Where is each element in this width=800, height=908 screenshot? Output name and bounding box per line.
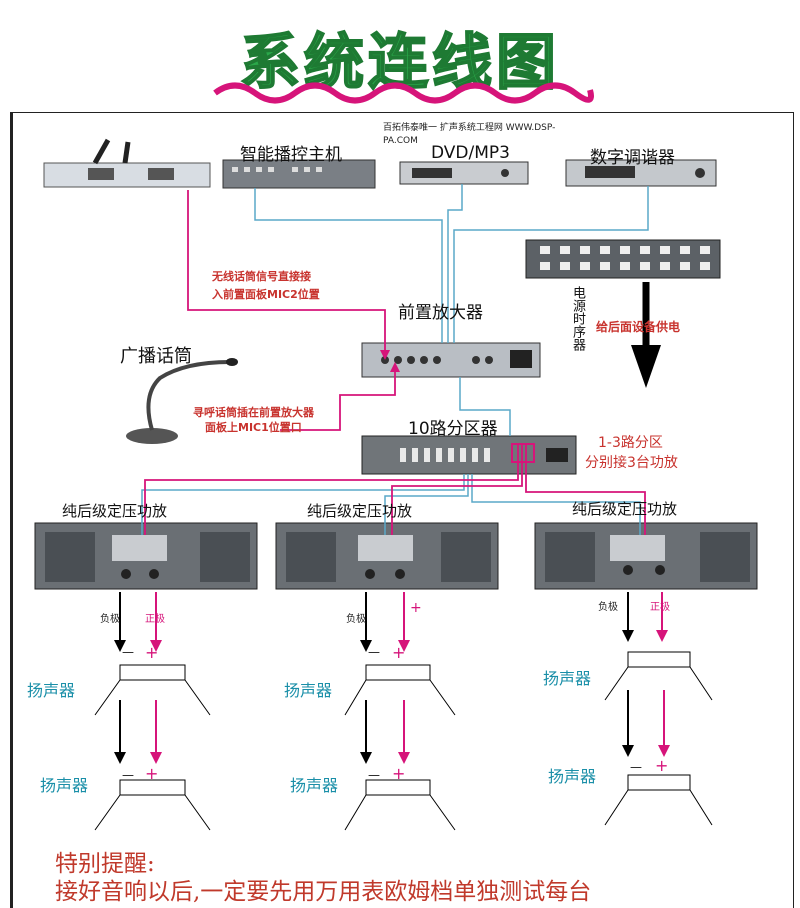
host-controller-device (222, 159, 376, 189)
warning-heading: 特别提醒: (55, 851, 155, 877)
positive-label-1: 正极 (145, 614, 165, 625)
paging-mic-device (126, 358, 238, 444)
speaker-label-1b: 扬声器 (40, 776, 89, 795)
plus-sign-3: + (655, 756, 669, 775)
warning-line-1: 接好音响以后,一定要先用万用表欧姆档单独测试每台 (55, 879, 592, 905)
negative-label-2: 负极 (346, 614, 366, 625)
amp-3-label: 纯后级定压功放 (572, 500, 678, 518)
speaker-label-2b: 扬声器 (290, 776, 339, 795)
power-sequencer-device (525, 239, 721, 279)
power-amplifier-3 (534, 522, 758, 590)
speaker-label-1a: 扬声器 (27, 681, 76, 700)
wireless-mic-receiver (43, 138, 211, 188)
power-amplifier-1 (34, 522, 258, 590)
speaker-label-2a: 扬声器 (284, 681, 333, 700)
dvd-player-device (399, 161, 529, 185)
preamp-mic1-arrowhead (390, 362, 400, 372)
power-supply-note: 给后面设备供电 (596, 320, 681, 334)
speaker-wiring-3 (604, 592, 713, 826)
minus-sign-3: — (630, 760, 642, 774)
amp-2-label: 纯后级定压功放 (307, 502, 413, 520)
speaker-label-3b: 扬声器 (548, 767, 597, 786)
minus-sign-1a: — (122, 645, 134, 659)
host-label: 智能播控主机 (240, 145, 342, 165)
source-note: 百拓伟泰唯一 扩声系统工程网 WWW.DSP-PA.COM (383, 123, 556, 146)
paging-note-line2: 面板上MIC1位置口 (205, 421, 302, 434)
paging-note-line1: 寻呼话筒插在前置放大器 (193, 406, 314, 419)
title-wave-decoration (213, 82, 594, 104)
power-arrow-head (631, 345, 661, 388)
negative-label-1: 负极 (100, 614, 120, 625)
negative-label-3: 负极 (598, 602, 618, 613)
plus-sign-2: + (410, 600, 422, 616)
minus-sign-2b: — (368, 768, 380, 782)
paging-mic-label: 广播话筒 (120, 346, 192, 367)
positive-label-3: 正极 (650, 602, 670, 613)
preamp-device (361, 342, 541, 378)
wireless-mic-note-line1: 无线话筒信号直接接 (212, 270, 311, 283)
speaker-wiring-2 (344, 592, 456, 831)
power-sequencer-label: 电源时序器 (570, 286, 585, 351)
minus-sign-2a: — (368, 645, 380, 659)
tuner-device (565, 159, 717, 187)
plus-sign-2b: + (392, 764, 406, 783)
plus-sign-1a: + (145, 643, 159, 662)
amp-1-label: 纯后级定压功放 (62, 502, 168, 520)
preamp-label: 前置放大器 (398, 303, 483, 323)
preamp-mic2-arrowhead (380, 350, 390, 360)
diagram-frame (10, 112, 794, 908)
speaker-wiring-1 (94, 592, 211, 831)
cyan-signal-wires (141, 184, 649, 535)
zones-note-line2: 分别接3台功放 (585, 455, 678, 471)
minus-sign-1b: — (122, 768, 134, 782)
plus-sign-1b: + (145, 764, 159, 783)
wireless-mic-note-line2: 入前置面板MIC2位置 (212, 288, 320, 301)
magenta-signal-wires (144, 190, 646, 535)
plus-sign-2a: + (392, 643, 406, 662)
zone-splitter-device (361, 435, 577, 475)
tuner-label: 数字调谐器 (590, 148, 675, 168)
dvd-label: DVD/MP3 (431, 143, 510, 163)
power-amplifier-2 (275, 522, 499, 590)
zone-splitter-label: 10路分区器 (408, 419, 498, 439)
zones-note-line1: 1-3路分区 (598, 435, 663, 451)
speaker-label-3a: 扬声器 (543, 669, 592, 688)
